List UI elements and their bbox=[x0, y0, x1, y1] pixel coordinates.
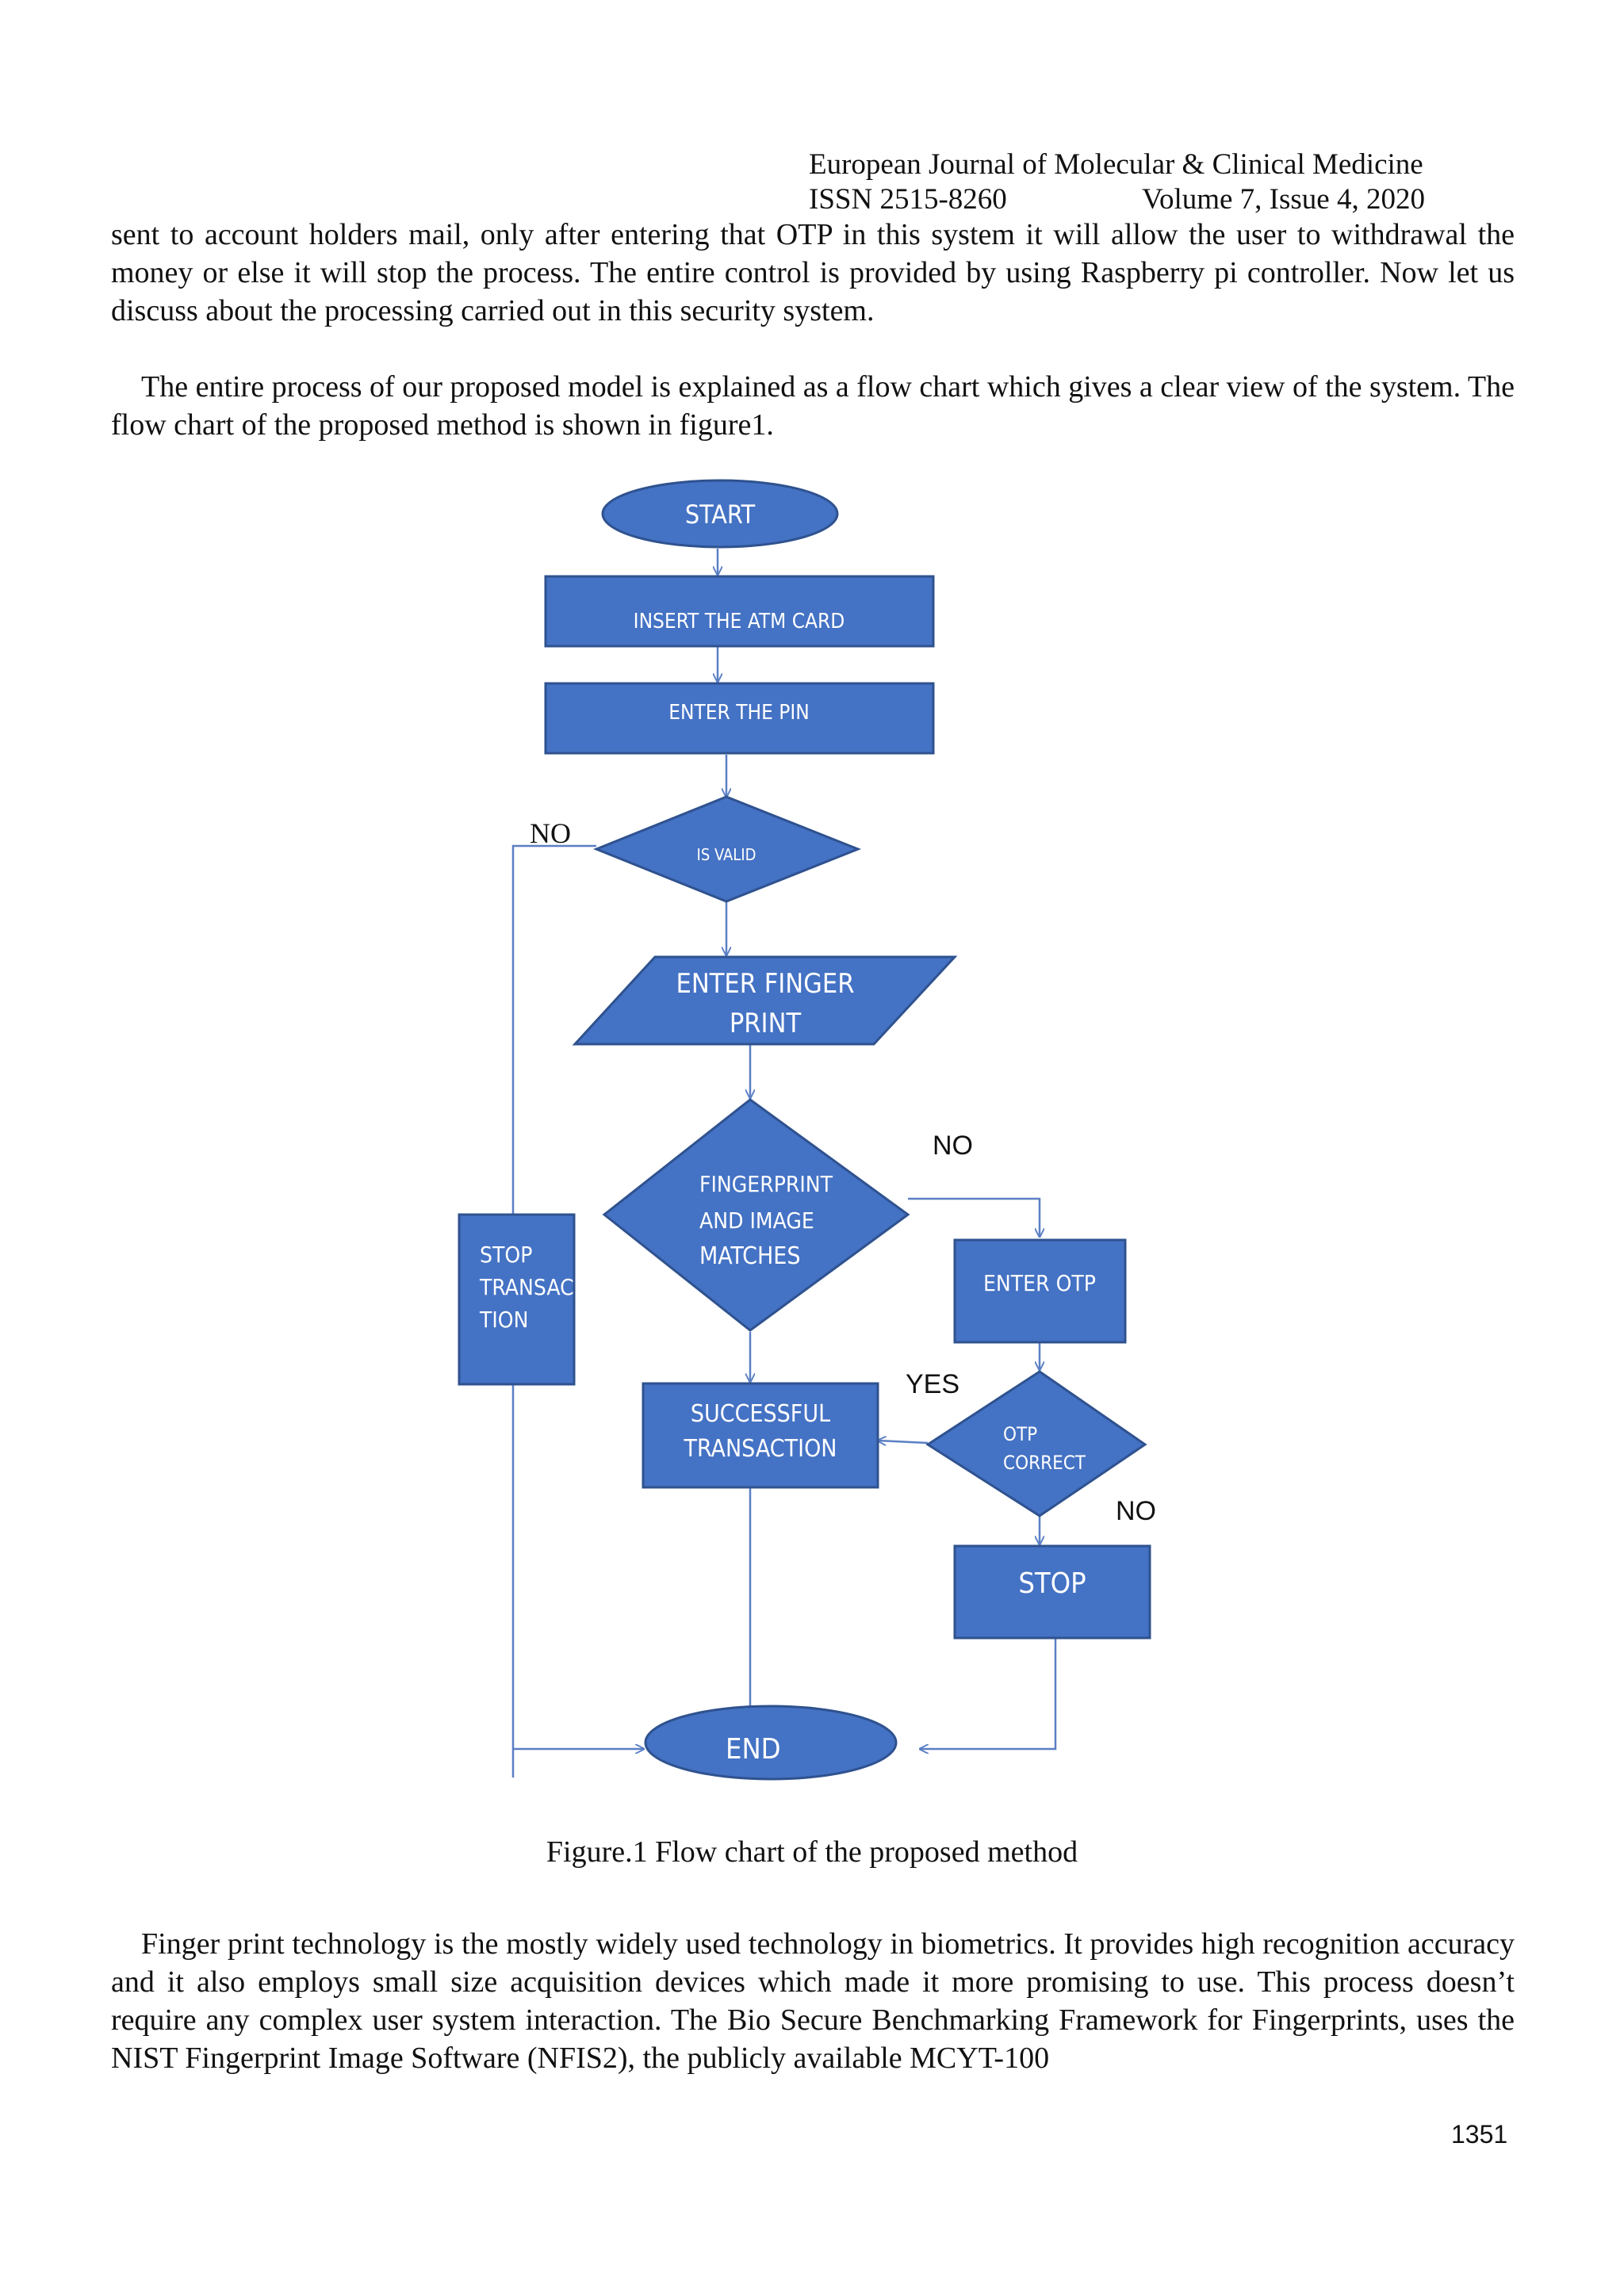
insert-card-process: INSERT THE ATM CARD bbox=[544, 575, 935, 648]
connector-valid-no-path bbox=[511, 844, 596, 1777]
paragraph-1: sent to account holders mail, only after… bbox=[111, 218, 1515, 327]
connector-otp-success bbox=[878, 1441, 929, 1443]
start-terminal: START bbox=[601, 479, 839, 549]
stop-process: STOP bbox=[953, 1544, 1151, 1640]
success-label-2: TRANSACTION bbox=[684, 1435, 837, 1463]
enter-finger-label-2: PRINT bbox=[730, 1008, 802, 1039]
successful-transaction-process: SUCCESSFUL TRANSACTION bbox=[642, 1382, 879, 1489]
otp-correct-label-1: OTP bbox=[1003, 1423, 1037, 1445]
end-terminal: END bbox=[644, 1705, 898, 1781]
stop-transaction-process: STOP TRANSAC TION bbox=[458, 1213, 576, 1386]
flowchart-diagram: START INSERT THE ATM CARD ENTER THE PIN … bbox=[458, 479, 1156, 1781]
figure-caption: Figure.1 Flow chart of the proposed meth… bbox=[546, 1835, 1078, 1869]
end-label: END bbox=[726, 1733, 781, 1766]
label-no-match: NO bbox=[933, 1131, 973, 1161]
paragraph-2-text: The entire process of our proposed model… bbox=[111, 370, 1515, 442]
connector-stop-end bbox=[920, 1638, 1057, 1749]
start-label: START bbox=[685, 499, 756, 530]
fp-match-label-3: MATCHES bbox=[699, 1242, 801, 1270]
label-no-otp: NO bbox=[1116, 1496, 1156, 1526]
fp-match-label-2: AND IMAGE bbox=[699, 1207, 814, 1234]
stop-label: STOP bbox=[1018, 1567, 1086, 1600]
otp-correct-label-2: CORRECT bbox=[1003, 1452, 1086, 1474]
connector-match-otp bbox=[908, 1197, 1040, 1237]
enter-otp-process: ENTER OTP bbox=[953, 1238, 1127, 1344]
stop-tx-label-1: STOP bbox=[480, 1242, 532, 1268]
page-number: 1351 bbox=[1451, 2120, 1508, 2149]
insert-card-label: INSERT THE ATM CARD bbox=[634, 610, 845, 633]
is-valid-label: IS VALID bbox=[697, 845, 756, 864]
enter-pin-label: ENTER THE PIN bbox=[668, 701, 810, 725]
paragraph-3-text: Finger print technology is the mostly wi… bbox=[111, 1927, 1515, 2075]
enter-fingerprint-input: ENTER FINGER PRINT bbox=[572, 955, 958, 1046]
success-label-1: SUCCESSFUL bbox=[691, 1400, 830, 1428]
paragraph-3: Finger print technology is the mostly wi… bbox=[111, 1925, 1515, 2077]
enter-otp-label: ENTER OTP bbox=[983, 1270, 1096, 1296]
otp-correct-decision: OTP CORRECT bbox=[925, 1370, 1147, 1517]
journal-title: European Journal of Molecular & Clinical… bbox=[809, 148, 1423, 181]
journal-issn: ISSN 2515-8260 bbox=[809, 183, 1007, 216]
stop-tx-label-2: TRANSAC bbox=[479, 1274, 574, 1300]
journal-volume: Volume 7, Issue 4, 2020 bbox=[1142, 183, 1425, 216]
flowchart-connectors bbox=[511, 549, 1057, 1777]
stop-tx-label-3: TION bbox=[479, 1307, 528, 1333]
fingerprint-match-decision: FINGERPRINT AND IMAGE MATCHES bbox=[602, 1098, 910, 1332]
enter-finger-label-1: ENTER FINGER bbox=[676, 968, 855, 1000]
label-yes-otp: YES bbox=[906, 1369, 959, 1399]
is-valid-decision: IS VALID bbox=[592, 795, 862, 903]
fp-match-label-1: FINGERPRINT bbox=[699, 1171, 833, 1197]
label-no-valid: NO bbox=[530, 817, 571, 849]
paragraph-2: The entire process of our proposed model… bbox=[111, 368, 1515, 444]
enter-pin-process: ENTER THE PIN bbox=[544, 682, 935, 755]
